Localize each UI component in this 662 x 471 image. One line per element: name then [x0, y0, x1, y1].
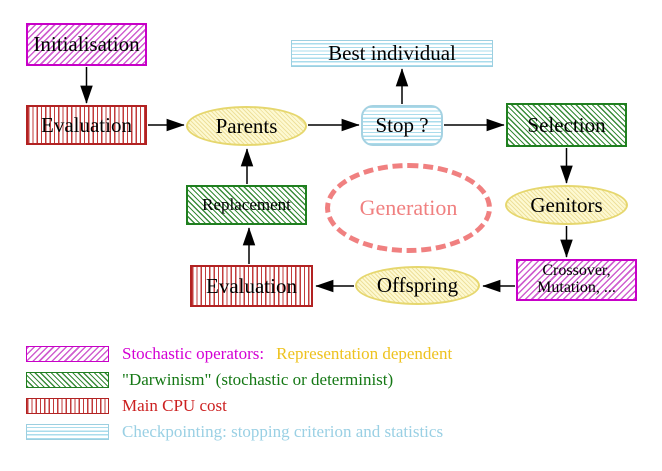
node-crossover-line2: Mutation, ...: [537, 279, 616, 296]
node-initialisation-label: Initialisation: [33, 32, 140, 57]
node-selection: Selection: [506, 103, 627, 147]
generation-label: Generation: [359, 195, 458, 220]
node-offspring-label: Offspring: [376, 273, 459, 298]
legend-row-checkpointing: Checkpointing: stopping criterion and st…: [122, 422, 443, 442]
node-offspring: Offspring: [355, 266, 480, 305]
legend-label-darwinism: "Darwinism" (stochastic or determinist): [122, 370, 394, 389]
legend-label-cpu-cost: Main CPU cost: [122, 396, 227, 415]
node-initialisation: Initialisation: [26, 23, 147, 66]
node-selection-label: Selection: [527, 112, 606, 137]
legend-swatch-darwinism: [26, 372, 109, 388]
node-best-individual: Best individual: [291, 40, 493, 67]
node-crossover-line1: Crossover,: [542, 262, 611, 280]
legend-swatch-cpu-cost: [26, 398, 109, 414]
legend-row-cpu-cost: Main CPU cost: [122, 396, 227, 416]
legend-row-stochastic-operators: Stochastic operators: Representation dep…: [122, 344, 452, 364]
node-parents: Parents: [186, 106, 307, 146]
node-replacement-label: Replacement: [202, 195, 291, 215]
generation-loop-ellipse: Generation: [325, 163, 492, 253]
node-genitors: Genitors: [505, 185, 628, 225]
node-replacement: Replacement: [186, 185, 307, 225]
legend-swatch-stochastic-operators: [26, 346, 109, 362]
legend-label-checkpointing: Checkpointing: stopping criterion and st…: [122, 422, 444, 441]
node-parents-label: Parents: [215, 113, 278, 138]
node-genitors-label: Genitors: [530, 192, 603, 217]
node-evaluation-top: Evaluation: [26, 105, 147, 145]
legend-label-stochastic-operators: Stochastic operators:: [122, 344, 265, 363]
node-evaluation-bottom: Evaluation: [190, 265, 313, 307]
legend-row-darwinism: "Darwinism" (stochastic or determinist): [122, 370, 393, 390]
node-evaluation-top-label: Evaluation: [41, 112, 132, 137]
node-stop-label: Stop ?: [375, 113, 429, 138]
legend-label-representation-dependent: Representation dependent: [276, 344, 453, 363]
node-stop: Stop ?: [361, 105, 443, 146]
legend-swatch-checkpointing: [26, 424, 109, 440]
node-crossover-mutation: Crossover, Mutation, ...: [516, 259, 637, 301]
node-evaluation-bottom-label: Evaluation: [206, 273, 297, 298]
node-best-individual-label: Best individual: [328, 41, 456, 66]
